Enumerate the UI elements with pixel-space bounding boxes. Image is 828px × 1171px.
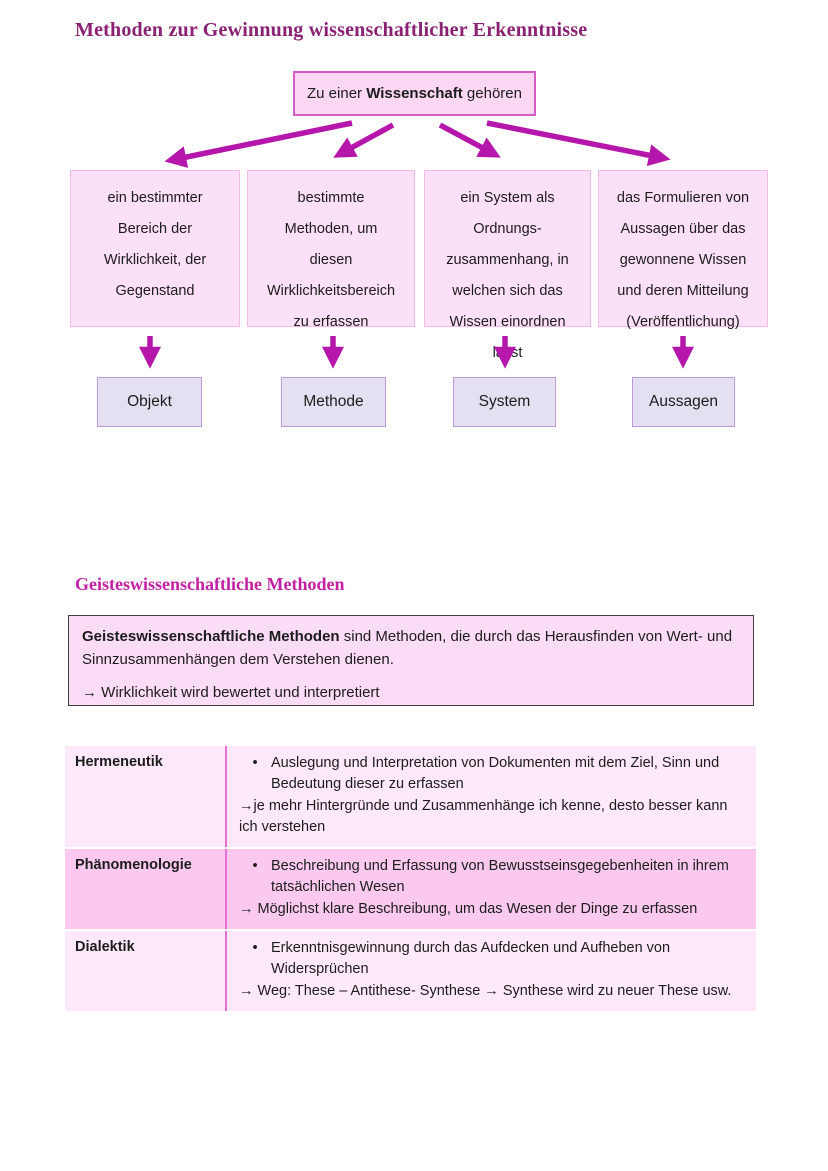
bullet-line: • Beschreibung und Erfassung von Bewusst…	[239, 856, 744, 898]
column-divider	[225, 931, 227, 1011]
content-cell: • Auslegung und Interpretation von Dokum…	[227, 746, 756, 847]
methods-table: Hermeneutik • Auslegung und Interpretati…	[65, 746, 756, 1011]
fan-arrow-2	[333, 122, 395, 158]
bullet-icon: •	[252, 940, 258, 956]
table-row-dialektik: Dialektik • Erkenntnisgewinnung durch da…	[65, 929, 756, 1011]
root-box: Zu einer Wissenschaft gehören	[293, 71, 536, 116]
definition-text: Geisteswissenschaftliche Methoden sind M…	[82, 628, 733, 668]
term-cell: Phänomenologie	[75, 857, 192, 873]
arrow-line: → Möglichst klare Beschreibung, um das W…	[239, 901, 698, 917]
result-box-objekt: Objekt	[97, 377, 202, 427]
definition-box: Geisteswissenschaftliche Methoden sind M…	[68, 615, 754, 706]
definition-arrow-line: → Wirklichkeit wird bewertet und interpr…	[82, 684, 380, 701]
table-row-phaenomenologie: Phänomenologie • Beschreibung und Erfass…	[65, 847, 756, 929]
term-cell: Hermeneutik	[75, 754, 163, 770]
bullet-line: • Auslegung und Interpretation von Dokum…	[239, 753, 744, 795]
branch-box-methode: bestimmte Methoden, um diesen Wirklichke…	[247, 170, 415, 330]
page-title: Methoden zur Gewinnung wissenschaftliche…	[75, 19, 588, 41]
result-box-methode: Methode	[281, 377, 386, 427]
fan-arrow-3	[438, 122, 501, 158]
branch-box-aussagen: das Formulieren von Aussagen über das ge…	[598, 170, 768, 330]
table-row-hermeneutik: Hermeneutik • Auslegung und Interpretati…	[65, 746, 756, 847]
result-box-aussagen: Aussagen	[632, 377, 735, 427]
branch-box-system: ein System als Ordnungs- zusammenhang, i…	[424, 170, 591, 361]
branch-box-objekt: ein bestimmter Bereich der Wirklichkeit,…	[70, 170, 240, 327]
column-divider	[225, 746, 227, 847]
arrow-line: → Weg: These – Antithese- Synthese → Syn…	[239, 983, 732, 999]
bullet-icon: •	[252, 858, 258, 874]
content-cell: • Erkenntnisgewinnung durch das Aufdecke…	[227, 931, 756, 1011]
root-box-label: Zu einer Wissenschaft gehören	[307, 85, 522, 102]
bullet-line: • Erkenntnisgewinnung durch das Aufdecke…	[239, 938, 744, 980]
content-cell: • Beschreibung und Erfassung von Bewusst…	[227, 849, 756, 929]
fan-arrow-4	[486, 120, 671, 166]
term-cell: Dialektik	[75, 939, 135, 955]
bullet-icon: •	[252, 755, 258, 771]
fan-arrow-1	[164, 120, 353, 168]
result-box-system: System	[453, 377, 556, 427]
column-divider	[225, 849, 227, 929]
arrow-line: →je mehr Hintergründe und Zusammenhänge …	[239, 798, 728, 835]
section-heading: Geisteswissenschaftliche Methoden	[75, 574, 345, 594]
